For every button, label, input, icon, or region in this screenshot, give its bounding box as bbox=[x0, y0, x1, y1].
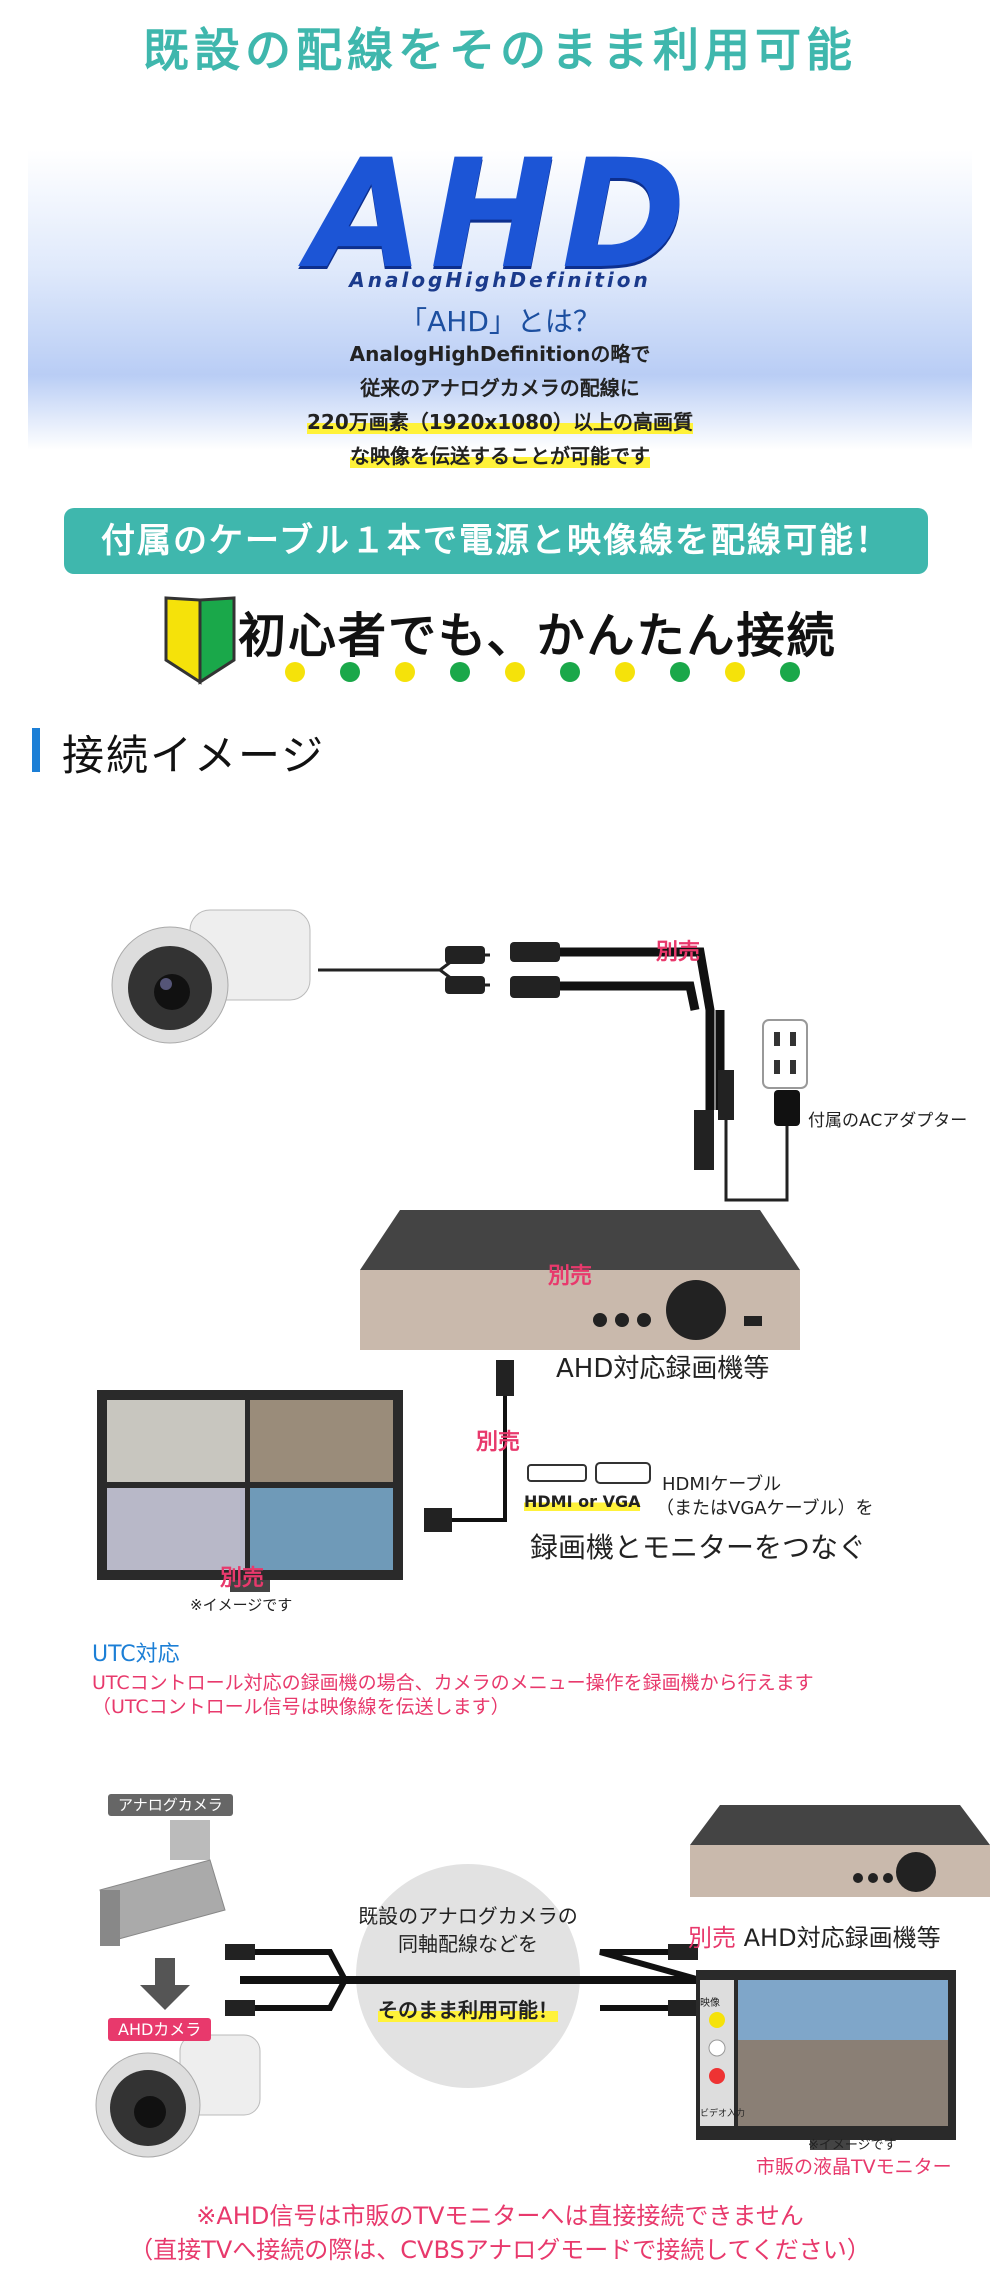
ahd-desc-line-4-text: な映像を伝送することが可能です bbox=[350, 444, 650, 468]
decorative-dot bbox=[615, 662, 635, 682]
recorder-label-2-text: AHD対応録画機等 bbox=[743, 1924, 941, 1952]
connect-text: 録画機とモニターをつなぐ bbox=[530, 1531, 867, 1564]
lcd-tv-icon bbox=[696, 1970, 956, 2150]
sold-separately-label-2: 別売 bbox=[688, 1924, 736, 1952]
tv-video-input-label: ビデオ入力 bbox=[700, 2109, 746, 2119]
circle-line-1: 既設のアナログカメラの bbox=[358, 1904, 578, 1928]
hdmi-vga-label: HDMI or VGA bbox=[524, 1492, 641, 1511]
tv-input-label: 映像 bbox=[700, 1998, 720, 2009]
decorative-dot bbox=[725, 662, 745, 682]
decorative-dot bbox=[505, 662, 525, 682]
decorative-dot bbox=[285, 662, 305, 682]
recorder-icon-2 bbox=[690, 1805, 990, 1897]
ahd-panel bbox=[28, 150, 972, 450]
utc-title: UTC対応 bbox=[92, 1642, 180, 1667]
hdmi-port-icon bbox=[527, 1464, 587, 1482]
decorative-dot bbox=[780, 662, 800, 682]
ahd-camera-tag: AHDカメラ bbox=[108, 2016, 212, 2041]
sold-separately-label-monitor: 別売 bbox=[220, 1566, 265, 1591]
ahd-desc-line-3-text: 220万画素（1920x1080）以上の高画質 bbox=[307, 410, 693, 434]
decorative-dot bbox=[560, 662, 580, 682]
recorder-label: AHD対応録画機等 bbox=[556, 1354, 770, 1384]
ahd-camera-tag-text: AHDカメラ bbox=[108, 2018, 212, 2041]
sold-separately-label-recorder: 別売 bbox=[548, 1264, 593, 1289]
vga-cable-note: （またはVGAケーブル）を bbox=[656, 1498, 874, 1519]
connection-diagram-1 bbox=[97, 909, 808, 1592]
lcd-tv-label: 市販の液晶TVモニター bbox=[756, 2156, 952, 2178]
decorative-dot bbox=[670, 662, 690, 682]
connection-diagram-2 bbox=[95, 1805, 990, 2158]
recorder-label-2: 別売 AHD対応録画機等 bbox=[688, 1918, 941, 1953]
utc-line-1: UTCコントロール対応の録画機の場合、カメラのメニュー操作を録画機から行えます bbox=[92, 1672, 814, 1694]
decorative-dot bbox=[450, 662, 470, 682]
circle-line-3: そのまま利用可能！ bbox=[338, 1994, 598, 2023]
ahd-desc-line-1: AnalogHighDefinitionの略で bbox=[349, 342, 651, 366]
vga-port-icon bbox=[595, 1462, 651, 1484]
footer-note-2: （直接TVへ接続の際は、CVBSアナログモードで接続してください） bbox=[129, 2236, 871, 2264]
tv-monitor-icon bbox=[97, 1390, 403, 1592]
cable-banner: 付属のケーブル１本で電源と映像線を配線可能！ bbox=[64, 508, 928, 574]
decorative-dot bbox=[395, 662, 415, 682]
decorative-dot bbox=[340, 662, 360, 682]
ahd-question: 「AHD」とは？ bbox=[399, 305, 601, 338]
page-title: 既設の配線をそのまま利用可能 bbox=[143, 23, 857, 77]
analog-camera-icon bbox=[99, 1820, 226, 1946]
ahd-logo-subtitle: AnalogHighDefinition bbox=[349, 268, 651, 292]
analog-camera-tag-text: アナログカメラ bbox=[108, 1794, 233, 1816]
section-title: 接続イメージ bbox=[62, 731, 326, 780]
analog-camera-tag: アナログカメラ bbox=[108, 1794, 233, 1816]
circle-line-3-text: そのまま利用可能！ bbox=[378, 1998, 558, 2022]
ahd-desc-line-3: 220万画素（1920x1080）以上の高画質 bbox=[0, 406, 1000, 435]
sold-separately-label-cable: 別売 bbox=[656, 940, 701, 965]
easy-connect-heading: 初心者でも、かんたん接続 bbox=[238, 608, 837, 664]
recorder-icon bbox=[360, 1210, 800, 1350]
hdmi-cable-label: HDMIケーブル bbox=[662, 1474, 782, 1495]
section-bar bbox=[32, 728, 40, 772]
circle-line-2: 同軸配線などを bbox=[398, 1932, 538, 1956]
ahd-desc-line-4: な映像を伝送することが可能です bbox=[0, 440, 1000, 469]
ahd-desc-line-2: 従来のアナログカメラの配線に bbox=[360, 376, 640, 400]
footer-note-1: ※AHD信号は市販のTVモニターへは直接接続できません bbox=[196, 2202, 804, 2230]
ahd-logo: AHD bbox=[307, 128, 693, 302]
bullet-camera-icon bbox=[111, 909, 311, 1044]
utc-line-2: （UTCコントロール信号は映像線を伝送します） bbox=[92, 1696, 510, 1718]
hdmi-vga-text: HDMI or VGA bbox=[524, 1492, 641, 1511]
beginner-mark-icon bbox=[164, 596, 236, 685]
image-note-1: ※イメージです bbox=[190, 1596, 293, 1614]
image-note-2: ※イメージです bbox=[808, 2138, 897, 2153]
ahd-camera-icon bbox=[95, 2034, 261, 2158]
ac-adapter-label: 付属のACアダプター bbox=[808, 1111, 968, 1131]
down-arrow-icon bbox=[140, 1958, 190, 2010]
sold-separately-label-hdmi: 別売 bbox=[476, 1430, 521, 1455]
